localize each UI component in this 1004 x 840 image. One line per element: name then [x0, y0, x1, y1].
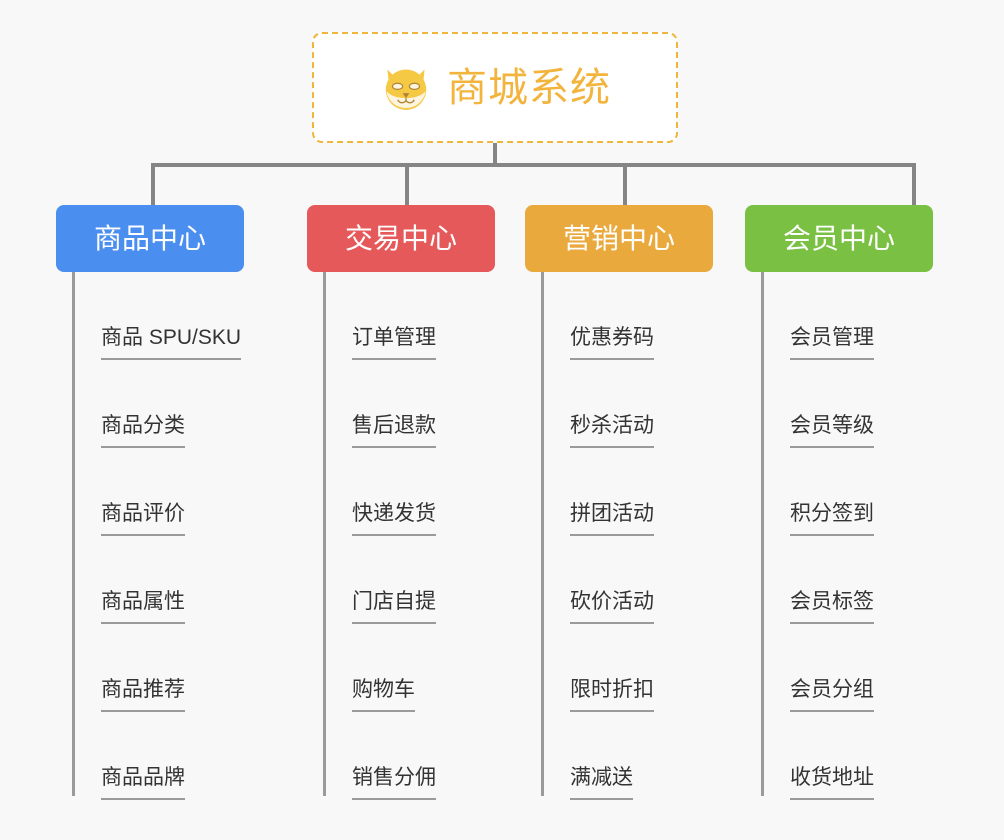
- root-title: 商城系统: [447, 65, 611, 110]
- leaf-label: 限时折扣: [570, 677, 654, 712]
- category-header-1[interactable]: 商品中心: [56, 205, 244, 272]
- leaf-label: 会员等级: [790, 413, 874, 448]
- leaf-label: 会员分组: [790, 677, 874, 712]
- list-item[interactable]: 满减送: [543, 712, 755, 800]
- leaf-list-2: 订单管理 售后退款 快递发货 门店自提 购物车 销售分佣: [307, 272, 537, 800]
- list-item[interactable]: 积分签到: [763, 448, 975, 536]
- category-column-商品中心: 商品中心 商品 SPU/SKU 商品分类 商品评价 商品属性 商品推荐 商品品牌: [56, 205, 286, 800]
- drop-connector-2: [405, 163, 409, 207]
- category-column-会员中心: 会员中心 会员管理 会员等级 积分签到 会员标签 会员分组 收货地址: [745, 205, 975, 800]
- list-item[interactable]: 门店自提: [325, 536, 537, 624]
- leaf-label: 积分签到: [790, 501, 874, 536]
- leaf-label: 购物车: [352, 677, 415, 712]
- leaf-label: 秒杀活动: [570, 413, 654, 448]
- leaf-label: 优惠券码: [570, 325, 654, 360]
- leaf-label: 商品属性: [101, 589, 185, 624]
- category-header-2[interactable]: 交易中心: [307, 205, 495, 272]
- leaf-list-4: 会员管理 会员等级 积分签到 会员标签 会员分组 收货地址: [745, 272, 975, 800]
- leaf-label: 售后退款: [352, 413, 436, 448]
- drop-connector-3: [623, 163, 627, 207]
- list-item[interactable]: 商品属性: [74, 536, 286, 624]
- drop-connector-4: [912, 163, 916, 207]
- leaf-label: 商品分类: [101, 413, 185, 448]
- list-item[interactable]: 拼团活动: [543, 448, 755, 536]
- list-item[interactable]: 商品品牌: [74, 712, 286, 800]
- drop-connector-1: [151, 163, 155, 207]
- list-item[interactable]: 会员等级: [763, 360, 975, 448]
- list-item[interactable]: 商品推荐: [74, 624, 286, 712]
- list-item[interactable]: 会员分组: [763, 624, 975, 712]
- leaf-label: 拼团活动: [570, 501, 654, 536]
- list-item[interactable]: 购物车: [325, 624, 537, 712]
- leaf-label: 订单管理: [352, 325, 436, 360]
- leaf-list-1: 商品 SPU/SKU 商品分类 商品评价 商品属性 商品推荐 商品品牌: [56, 272, 286, 800]
- list-item[interactable]: 砍价活动: [543, 536, 755, 624]
- leaf-label: 门店自提: [352, 589, 436, 624]
- list-item[interactable]: 限时折扣: [543, 624, 755, 712]
- list-item[interactable]: 快递发货: [325, 448, 537, 536]
- list-item[interactable]: 秒杀活动: [543, 360, 755, 448]
- leaf-label: 会员管理: [790, 325, 874, 360]
- category-column-交易中心: 交易中心 订单管理 售后退款 快递发货 门店自提 购物车 销售分佣: [307, 205, 537, 800]
- list-item[interactable]: 商品评价: [74, 448, 286, 536]
- leaf-label: 会员标签: [790, 589, 874, 624]
- list-item[interactable]: 商品分类: [74, 360, 286, 448]
- leaf-label: 快递发货: [352, 501, 436, 536]
- list-item[interactable]: 售后退款: [325, 360, 537, 448]
- leaf-label: 收货地址: [790, 765, 874, 800]
- root-node[interactable]: 商城系统: [312, 32, 678, 143]
- list-item[interactable]: 优惠券码: [543, 272, 755, 360]
- leaf-trunk-1: [72, 272, 75, 796]
- leaf-label: 商品 SPU/SKU: [101, 325, 242, 360]
- list-item[interactable]: 商品 SPU/SKU: [74, 272, 286, 360]
- leaf-trunk-3: [541, 272, 544, 796]
- list-item[interactable]: 会员管理: [763, 272, 975, 360]
- category-column-营销中心: 营销中心 优惠券码 秒杀活动 拼团活动 砍价活动 限时折扣 满减送: [525, 205, 755, 800]
- leaf-label: 砍价活动: [570, 589, 654, 624]
- category-header-3[interactable]: 营销中心: [525, 205, 713, 272]
- leaf-list-3: 优惠券码 秒杀活动 拼团活动 砍价活动 限时折扣 满减送: [525, 272, 755, 800]
- leaf-trunk-2: [323, 272, 326, 796]
- list-item[interactable]: 收货地址: [763, 712, 975, 800]
- leaf-label: 商品评价: [101, 501, 185, 536]
- leaf-label: 商品推荐: [101, 677, 185, 712]
- shiba-dog-icon: [385, 68, 427, 110]
- root-stem-connector: [493, 143, 497, 165]
- leaf-label: 满减送: [570, 765, 633, 800]
- category-bus-connector: [151, 163, 916, 167]
- list-item[interactable]: 销售分佣: [325, 712, 537, 800]
- leaf-label: 销售分佣: [352, 765, 436, 800]
- list-item[interactable]: 订单管理: [325, 272, 537, 360]
- category-header-4[interactable]: 会员中心: [745, 205, 933, 272]
- leaf-label: 商品品牌: [101, 765, 185, 800]
- list-item[interactable]: 会员标签: [763, 536, 975, 624]
- leaf-trunk-4: [761, 272, 764, 796]
